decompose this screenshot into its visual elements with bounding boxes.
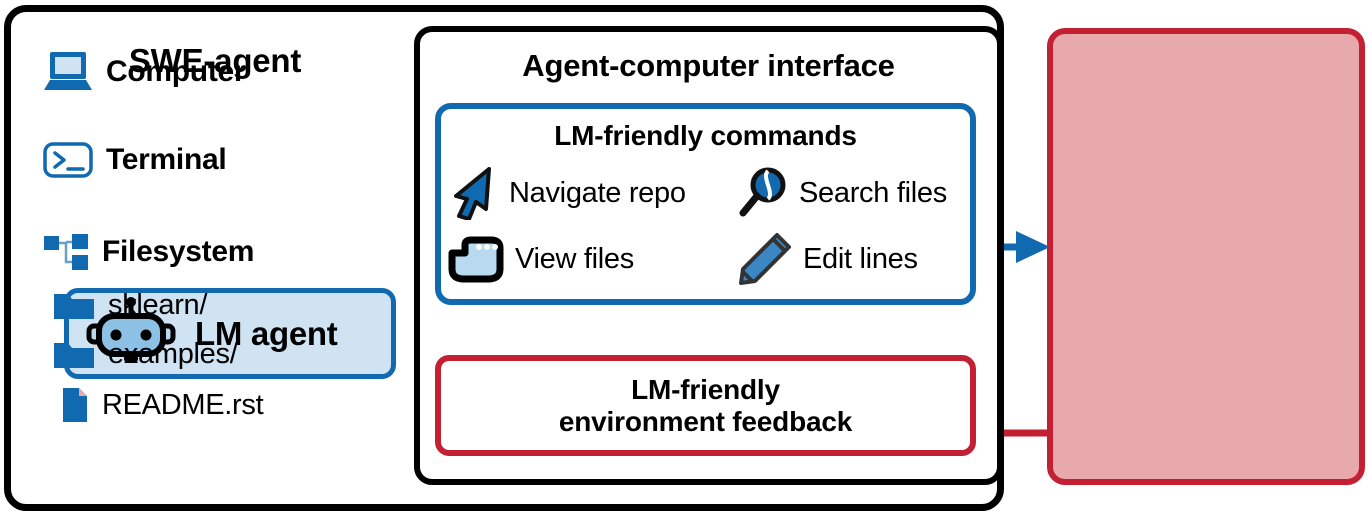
pencil-icon	[739, 233, 791, 285]
environment-row-computer[interactable]: Computer	[42, 50, 246, 94]
command-label: Search files	[799, 176, 947, 209]
tree-icon	[44, 234, 88, 270]
feedback-line-1: LM-friendly	[631, 374, 780, 406]
environment-row-terminal[interactable]: Terminal	[42, 141, 227, 179]
environment-feedback-box: LM-friendly environment feedback	[435, 355, 976, 456]
lm-agent-box[interactable]: LM agent	[64, 288, 396, 379]
environment-row-label: README.rst	[102, 388, 264, 421]
environment-row-examples[interactable]: examples/	[52, 337, 238, 371]
laptop-icon	[44, 52, 92, 90]
command-search-files[interactable]: Search files	[737, 166, 967, 220]
environment-row-label: Computer	[106, 55, 246, 88]
folder-icon	[54, 343, 94, 368]
environment-panel	[1047, 28, 1365, 485]
environment-row-label: Terminal	[106, 143, 227, 176]
folder-icon	[54, 294, 94, 319]
magnifier-icon	[739, 167, 786, 217]
command-navigate-repo[interactable]: Navigate repo	[447, 166, 737, 220]
robot-head-icon	[86, 296, 176, 363]
agent-computer-interface-title: Agent-computer interface	[522, 48, 895, 83]
environment-row-readme[interactable]: README.rst	[60, 386, 264, 424]
cursor-arrow-icon	[454, 167, 491, 220]
swe-agent-title: SWE-agent	[128, 42, 302, 79]
command-edit-lines[interactable]: Edit lines	[737, 231, 967, 287]
environment-row-sklearn[interactable]: sklearn/	[52, 288, 207, 322]
window-icon	[448, 236, 504, 283]
file-icon	[63, 388, 87, 422]
environment-row-label: Filesystem	[102, 235, 255, 268]
environment-row-label: sklearn/	[108, 288, 208, 321]
lm-agent-label: LM agent	[195, 314, 338, 352]
command-label: View files	[515, 242, 634, 275]
command-label: Navigate repo	[509, 176, 686, 209]
arrowhead-to-environment	[1016, 231, 1050, 263]
environment-row-label: examples/	[108, 337, 238, 370]
command-label: Edit lines	[803, 242, 918, 275]
command-view-files[interactable]: View files	[447, 235, 737, 283]
terminal-icon	[43, 142, 93, 178]
lm-friendly-commands-title: LM-friendly commands	[554, 120, 857, 151]
commands-grid: Navigate repo Search files View files	[447, 160, 967, 295]
lm-friendly-commands-box	[435, 103, 976, 305]
feedback-line-2: environment feedback	[558, 405, 853, 437]
environment-row-filesystem[interactable]: Filesystem	[42, 232, 254, 272]
